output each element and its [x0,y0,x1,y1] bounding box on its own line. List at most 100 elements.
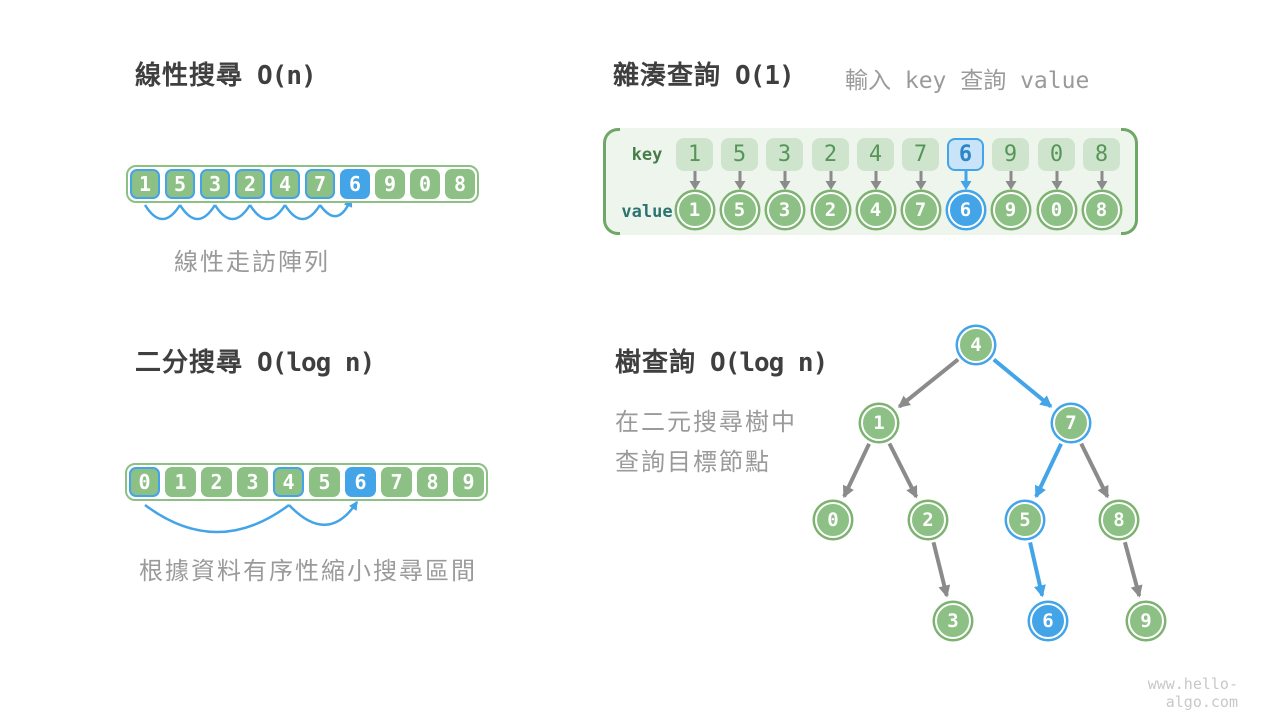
array-cell: 1 [130,169,160,199]
hash-value-row-label: value [621,202,673,222]
key-to-value-arrow [1050,171,1064,191]
key-to-value-arrow [1095,171,1109,191]
down-arrow-icon [1051,171,1062,190]
down-arrow-icon [734,171,745,190]
hash-value-circle: 4 [857,192,894,228]
key-to-value-arrow [914,171,928,191]
down-arrow-icon [1096,171,1107,190]
hash-value-circle: 6 [947,192,984,228]
down-arrow-icon [825,171,836,190]
key-to-value-arrow [688,171,702,191]
binary-search-caption: 根據資料有序性縮小搜尋區間 [139,558,477,585]
hash-column: 6 6 [947,138,984,228]
hash-key-cell: 1 [676,138,713,171]
hash-column: 8 8 [1083,138,1120,228]
array-cell: 8 [445,169,475,199]
hash-lookup-subtitle: 輸入 key 查詢 value [845,68,1090,94]
array-cell: 4 [270,169,300,199]
tree-node: 3 [935,603,971,639]
hash-column: 2 2 [812,138,849,228]
key-to-value-arrow [1004,171,1018,191]
array-cell: 7 [305,169,335,199]
linear-search-title-text: 線性搜尋 [135,60,244,90]
binary-search-title-text: 二分搜尋 [135,347,244,377]
tree-node: 6 [1030,603,1066,639]
hash-column: 4 4 [857,138,894,228]
hash-value-circle: 3 [766,192,803,228]
down-arrow-icon [960,171,971,190]
array-cell: 9 [453,467,484,497]
array-cell: 6 [345,467,376,497]
linear-search-complexity: O(n) [257,61,317,91]
down-arrow-icon [915,171,926,190]
array-cell: 9 [375,169,405,199]
key-to-value-arrow [869,171,883,191]
array-cell: 1 [165,467,196,497]
linear-search-caption: 線性走訪陣列 [174,249,330,276]
array-cell: 3 [237,467,268,497]
tree-search-title-text: 樹查詢 [615,347,697,377]
down-arrow-icon [779,171,790,190]
key-to-value-arrow [824,171,838,191]
tree-node: 4 [958,327,994,363]
key-to-value-arrow [778,171,792,191]
linear-search-title: 線性搜尋 O(n) [135,55,317,92]
array-cell: 4 [273,467,304,497]
hash-key-cell: 3 [766,138,803,171]
array-cell: 5 [165,169,195,199]
array-cell: 7 [381,467,412,497]
array-cell: 2 [235,169,265,199]
tree-node: 1 [861,405,897,441]
hash-column: 5 5 [721,138,758,228]
watermark-url: www.hello-algo.com [1147,675,1238,711]
hash-value-circle: 9 [992,192,1029,228]
hash-key-cell: 5 [721,138,758,171]
tree-search-description-line1: 在二元搜尋樹中 [615,409,797,436]
binary-search-title: 二分搜尋 O(log n) [135,342,375,379]
hash-column: 9 9 [992,138,1029,228]
hash-value-circle: 5 [721,192,758,228]
array-cell: 2 [201,467,232,497]
tree-node: 5 [1007,502,1043,538]
array-cell: 8 [417,467,448,497]
binary-search-complexity: O(log n) [257,348,375,378]
hash-column: 1 1 [676,138,713,228]
hash-value-circle: 7 [902,192,939,228]
array-cell: 5 [309,467,340,497]
tree-node: 2 [910,502,946,538]
hash-key-cell: 9 [992,138,1029,171]
key-to-value-arrow [959,171,973,191]
tree-search-complexity: O(log n) [710,348,828,378]
array-cell: 3 [200,169,230,199]
down-arrow-icon [870,171,881,190]
hash-key-cell: 8 [1083,138,1120,171]
down-arrow-icon [1005,171,1016,190]
tree-node: 8 [1101,502,1137,538]
key-to-value-arrow [733,171,747,191]
hash-key-cell: 7 [902,138,939,171]
hash-value-circle: 8 [1083,192,1120,228]
array-cell: 0 [129,467,160,497]
hash-table-right-bracket [1121,128,1138,235]
hash-column: 3 3 [766,138,803,228]
tree-node: 0 [815,502,851,538]
hash-key-cell: 4 [857,138,894,171]
tree-node: 7 [1053,405,1089,441]
hash-key-row-label: key [631,145,663,165]
tree-search-title: 樹查詢 O(log n) [615,342,828,379]
hash-column: 0 0 [1038,138,1075,228]
hash-value-circle: 2 [812,192,849,228]
hash-table-left-bracket [603,128,620,235]
hash-lookup-complexity: O(1) [735,61,795,91]
tree-node: 9 [1128,603,1164,639]
hash-value-circle: 0 [1038,192,1075,228]
hash-column: 7 7 [902,138,939,228]
array-cell: 0 [410,169,440,199]
tree-search-description: 在二元搜尋樹中 查詢目標節點 [615,403,797,483]
hash-key-cell: 2 [812,138,849,171]
